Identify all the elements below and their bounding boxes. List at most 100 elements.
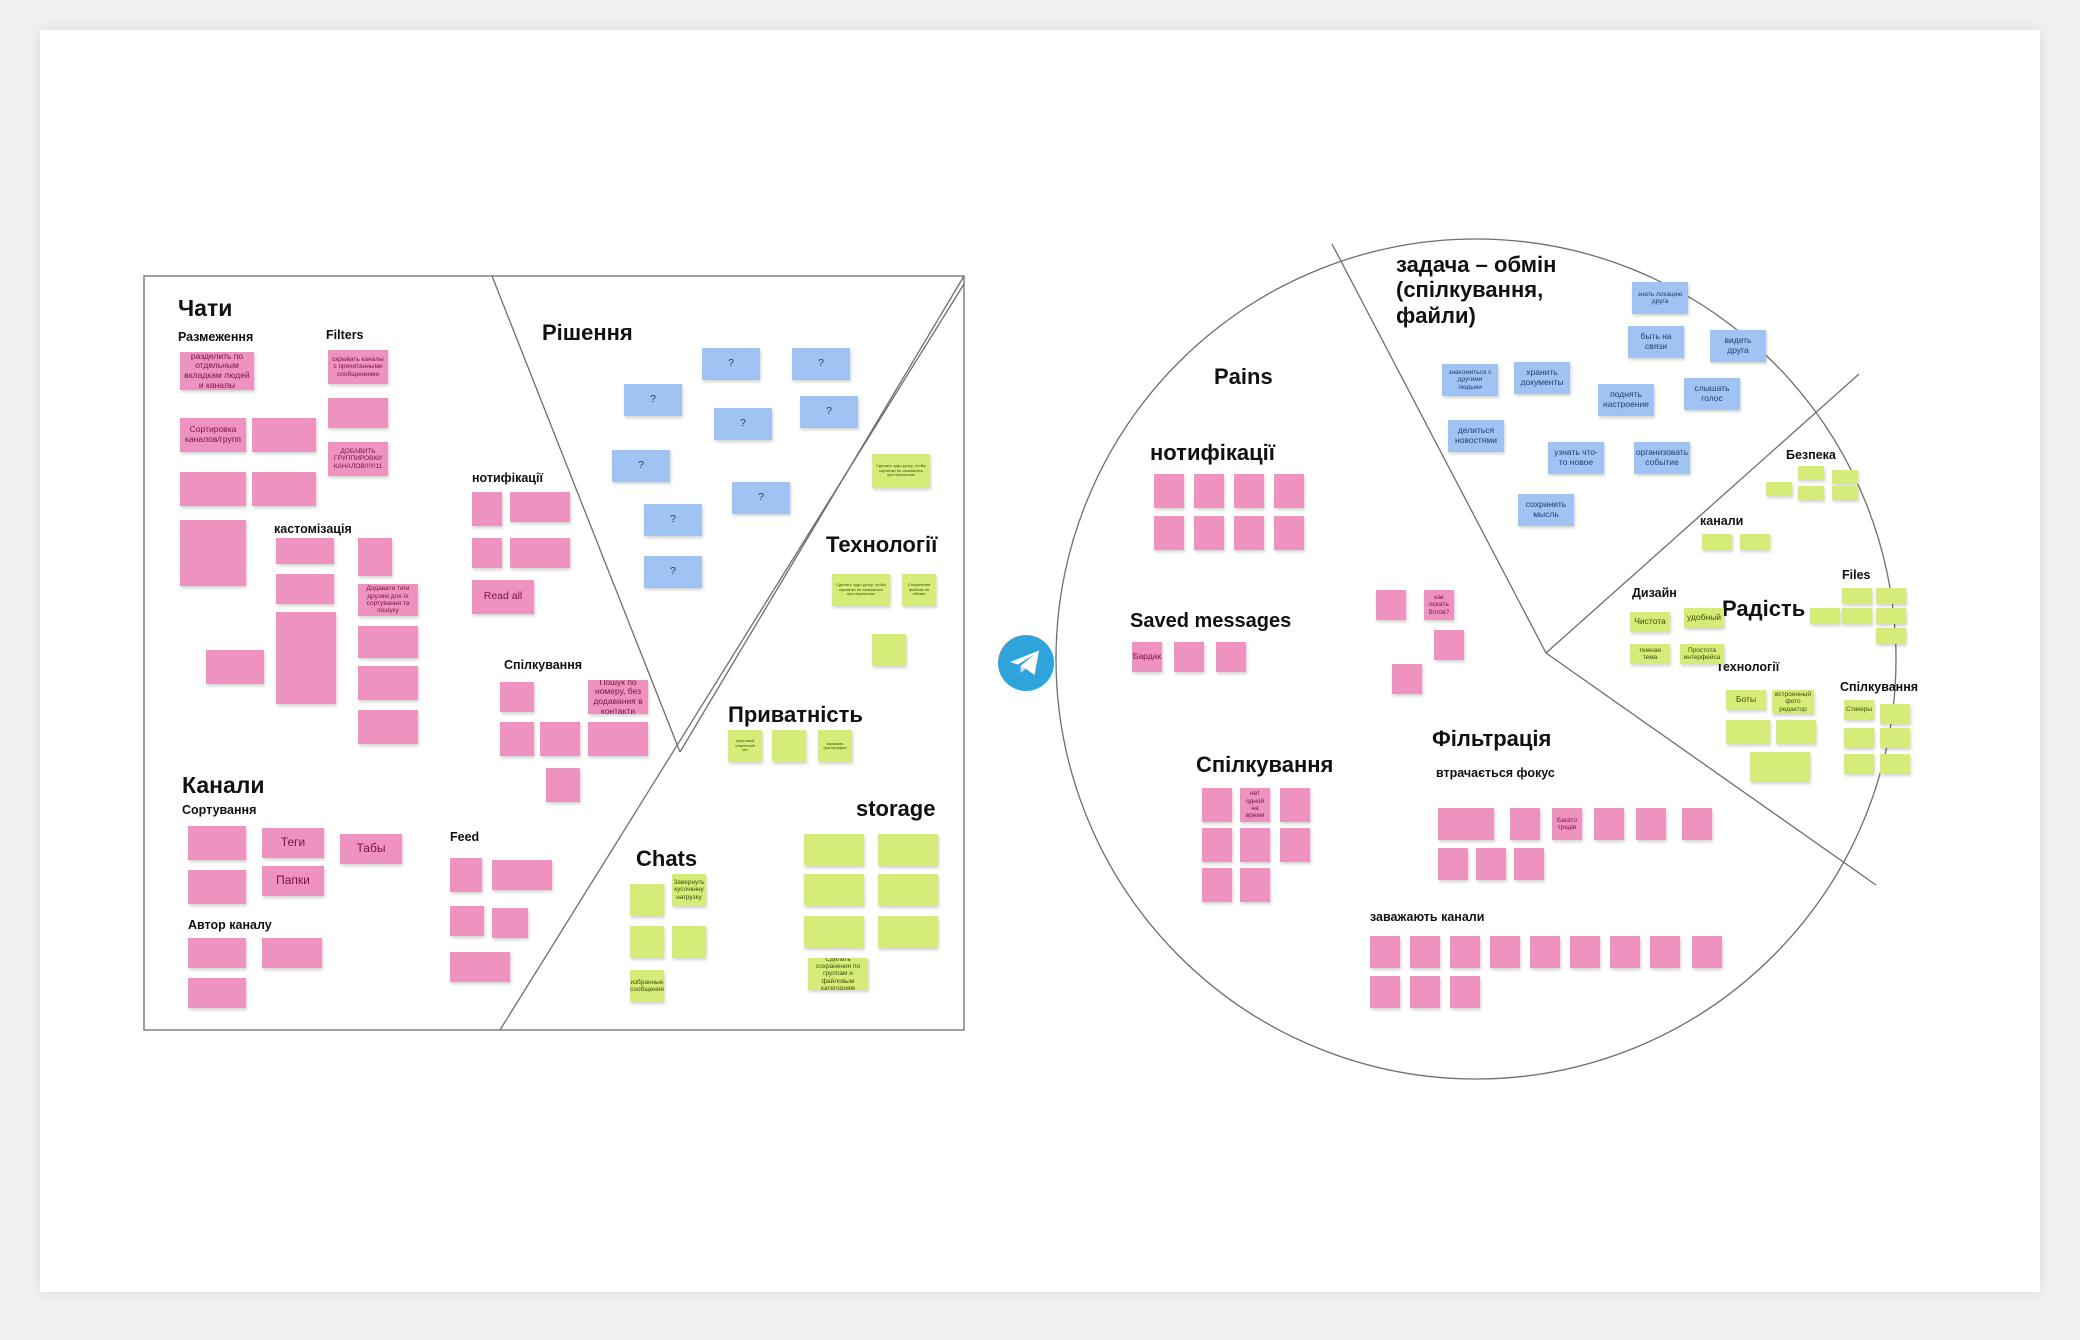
sticky-note[interactable] (1234, 516, 1264, 550)
sticky-note[interactable]: нет одной на время (1240, 788, 1270, 822)
sticky-note[interactable]: ? (792, 348, 850, 380)
sticky-note[interactable]: ? (624, 384, 682, 416)
sticky-note[interactable]: Пошук по номеру, без додавання в контакт… (588, 680, 648, 714)
sticky-note[interactable] (1154, 516, 1184, 550)
sticky-note[interactable] (1832, 486, 1858, 500)
sticky-note[interactable] (500, 722, 534, 756)
sticky-note[interactable] (1726, 720, 1770, 744)
sticky-note[interactable] (1202, 868, 1232, 902)
sticky-note[interactable] (1766, 482, 1792, 496)
sticky-note[interactable] (180, 472, 246, 506)
sticky-note[interactable]: ? (714, 408, 772, 440)
sticky-note[interactable] (276, 574, 334, 604)
sticky-note[interactable] (1530, 936, 1560, 968)
sticky-note[interactable] (630, 926, 664, 958)
sticky-note[interactable] (510, 538, 570, 568)
sticky-note[interactable] (1490, 936, 1520, 968)
sticky-note[interactable] (1450, 976, 1480, 1008)
sticky-note[interactable] (1880, 704, 1910, 724)
sticky-note[interactable]: Сохранение файлов на облаке (902, 574, 936, 606)
sticky-note[interactable] (1410, 976, 1440, 1008)
sticky-note[interactable]: видеть друга (1710, 330, 1766, 362)
sticky-note[interactable] (1798, 466, 1824, 480)
sticky-note[interactable] (1274, 516, 1304, 550)
sticky-note[interactable] (1692, 936, 1722, 968)
sticky-note[interactable] (188, 978, 246, 1008)
sticky-note[interactable] (450, 952, 510, 982)
sticky-note[interactable]: Додавати теги друзям для їх сортування т… (358, 584, 418, 616)
sticky-note[interactable] (1740, 534, 1770, 550)
sticky-note[interactable] (1610, 936, 1640, 968)
sticky-note[interactable]: избранные сообщения (630, 970, 664, 1002)
sticky-note[interactable]: поднять настроение (1598, 384, 1654, 416)
sticky-note[interactable] (188, 870, 246, 904)
sticky-note[interactable]: Завернуть кусочкину нагрузку (672, 874, 706, 906)
sticky-note[interactable] (1880, 754, 1910, 774)
sticky-note[interactable]: организовать событие (1634, 442, 1690, 474)
sticky-note[interactable]: ДОБАВИТЬ ГРУППИРОВКИ КАНАЛОВ!!!!!!11 (328, 442, 388, 476)
sticky-note[interactable] (1476, 848, 1506, 880)
sticky-note[interactable] (540, 722, 580, 756)
sticky-note[interactable] (1844, 728, 1874, 748)
sticky-note[interactable]: знать локацию друга (1632, 282, 1688, 314)
sticky-note[interactable] (358, 710, 418, 744)
sticky-note[interactable] (328, 398, 388, 428)
sticky-note[interactable]: ? (732, 482, 790, 514)
sticky-note[interactable] (500, 682, 534, 712)
sticky-note[interactable]: Багато тредів (1552, 808, 1582, 840)
sticky-note[interactable] (1880, 728, 1910, 748)
sticky-note[interactable] (1810, 608, 1840, 624)
sticky-note[interactable] (1216, 642, 1246, 672)
sticky-note[interactable]: Чистота (1630, 612, 1670, 632)
sticky-note[interactable]: групповой секретный чат (728, 730, 762, 762)
sticky-note[interactable] (510, 492, 570, 522)
sticky-note[interactable] (206, 650, 264, 684)
sticky-note[interactable] (1202, 788, 1232, 822)
sticky-note[interactable] (472, 538, 502, 568)
sticky-note[interactable] (492, 908, 528, 938)
sticky-note[interactable] (1510, 808, 1540, 840)
sticky-note[interactable] (1842, 608, 1872, 624)
sticky-note[interactable]: Теги (262, 828, 324, 858)
sticky-note[interactable]: Сделать чудо-ручку, чтобы картинки не сж… (872, 454, 930, 488)
sticky-note[interactable] (878, 834, 938, 866)
sticky-note[interactable] (1280, 828, 1310, 862)
sticky-note[interactable] (1438, 808, 1494, 840)
sticky-note[interactable] (1636, 808, 1666, 840)
sticky-note[interactable]: Сделать чудо-ручку, чтобы картинки не сж… (832, 574, 890, 606)
sticky-note[interactable]: скрывать каналы с прочитанными сообщения… (328, 350, 388, 384)
sticky-note[interactable]: Боты (1726, 690, 1766, 710)
sticky-note[interactable]: скрывать фотографии (818, 730, 852, 762)
sticky-note[interactable] (1650, 936, 1680, 968)
sticky-note[interactable] (1234, 474, 1264, 508)
sticky-note[interactable] (180, 520, 246, 586)
sticky-note[interactable] (1832, 470, 1858, 484)
sticky-note[interactable] (1682, 808, 1712, 840)
sticky-note[interactable] (358, 666, 418, 700)
sticky-note[interactable] (1798, 486, 1824, 500)
sticky-note[interactable] (1274, 474, 1304, 508)
sticky-note[interactable] (1410, 936, 1440, 968)
sticky-note[interactable] (252, 418, 316, 452)
sticky-note[interactable] (1594, 808, 1624, 840)
sticky-note[interactable] (1194, 474, 1224, 508)
sticky-note[interactable] (1844, 754, 1874, 774)
sticky-note[interactable] (262, 938, 322, 968)
sticky-note[interactable]: ? (644, 504, 702, 536)
sticky-note[interactable] (1450, 936, 1480, 968)
sticky-note[interactable]: Read all (472, 580, 534, 614)
sticky-note[interactable] (276, 538, 334, 564)
sticky-note[interactable]: быть на связи (1628, 326, 1684, 358)
sticky-note[interactable]: разделить по отдельным вкладкам людей и … (180, 352, 254, 390)
sticky-note[interactable] (1842, 588, 1872, 604)
sticky-note[interactable]: делиться новостями (1448, 420, 1504, 452)
sticky-note[interactable] (1240, 868, 1270, 902)
sticky-note[interactable]: встроенный фото редактор (1772, 690, 1814, 714)
sticky-note[interactable] (1370, 976, 1400, 1008)
sticky-note[interactable]: Сортировка каналов/групп (180, 418, 246, 452)
sticky-note[interactable] (1376, 590, 1406, 620)
sticky-note[interactable] (630, 884, 664, 916)
sticky-note[interactable] (1438, 848, 1468, 880)
sticky-note[interactable] (492, 860, 552, 890)
sticky-note[interactable] (1194, 516, 1224, 550)
